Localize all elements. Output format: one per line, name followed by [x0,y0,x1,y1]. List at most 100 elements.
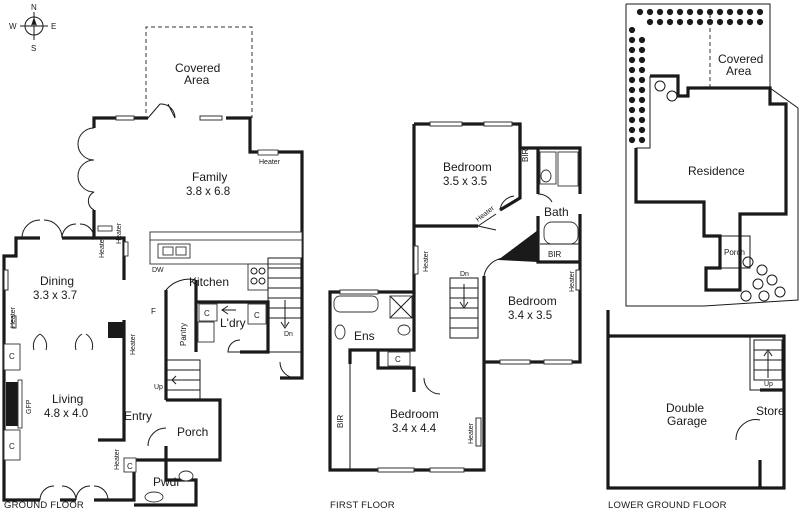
label-pwdr: Pwdr [153,475,180,489]
label-living: Living [52,392,83,406]
compass-icon [20,12,48,40]
label-c-living-2: C [9,442,15,451]
compass-east: E [51,22,56,31]
shrub-icon [628,36,636,44]
shrub-icon [740,290,752,302]
shrub-icon [628,76,636,84]
shrub-icon [706,8,714,16]
shrub-icon [646,18,654,26]
label-laundry: L'dry [220,316,246,330]
shrub-icon [636,8,644,16]
label-family-dim: 3.8 x 6.8 [186,186,230,198]
label-dining-dim: 3.3 x 3.7 [33,290,77,302]
label-bedroom-3: Bedroom [390,407,439,421]
shrub-icon [774,286,786,298]
shrub-icon [638,86,646,94]
shrub-icon [752,278,764,290]
shrub-icon [628,86,636,94]
shrub-icon [756,264,768,276]
shrub-icon [696,8,704,16]
shrub-icon [628,46,636,54]
shrub-icon [646,8,654,16]
shrub-icon [676,8,684,16]
label-fridge: F [151,307,156,316]
label-heater-family: Heater [259,159,281,166]
label-heater-dining-west: Heater [10,306,17,328]
label-porch: Porch [177,425,208,439]
label-store: Store [756,404,785,418]
label-covered-area-1: Covered [175,61,220,75]
shrub-icon [676,18,684,26]
label-heater-bed3: Heater [468,422,475,444]
shrub-icon [638,136,646,144]
label-double: Double [666,401,704,415]
label-heater-entry: Heater [114,448,121,470]
label-c-entry: C [127,462,133,471]
label-kitchen: Kitchen [189,275,229,289]
shrub-icon [716,18,724,26]
shrub-icon [638,56,646,64]
label-family: Family [192,170,227,184]
label-up-entry: Up [154,384,163,391]
first-floor-plan [328,121,582,473]
label-covered-area-lower-2: Area [726,64,752,78]
label-entry: Entry [124,409,152,423]
label-gfp: GFP [26,399,33,414]
shrub-icon [628,106,636,114]
label-residence: Residence [688,164,745,178]
shrub-icon [628,26,636,34]
label-c-laundry-2: C [254,311,260,320]
shrub-icon [736,8,744,16]
shrub-icon [638,66,646,74]
label-dining: Dining [40,274,74,288]
shrub-icon [628,66,636,74]
compass-north: N [31,3,37,12]
shrub-icon [638,106,646,114]
label-dn-first: Dn [460,271,469,278]
shrub-icon [654,80,666,92]
shrub-icon [638,126,646,134]
label-bir-1: BIR [521,148,530,162]
caption-lower-ground-floor: LOWER GROUND FLOOR [608,500,727,511]
shrub-icon [766,274,778,286]
shrub-icon [638,116,646,124]
shrub-icon [746,18,754,26]
label-c-laundry-1: C [204,309,210,318]
label-heater-dining: Heater [99,236,106,258]
shrub-icon [656,18,664,26]
label-bedroom-2-dim: 3.4 x 3.5 [508,310,552,322]
shrub-icon [696,18,704,26]
label-heater-landing: Heater [423,250,430,272]
shrub-icon [628,116,636,124]
shrub-icon [686,8,694,16]
shrub-icon [758,290,770,302]
shrub-icon [756,18,764,26]
label-heater-living: Heater [130,333,137,355]
caption-ground-floor: GROUND FLOOR [4,500,84,511]
shrub-icon [628,126,636,134]
caption-first-floor: FIRST FLOOR [330,500,395,511]
label-heater-family-wall: Heater [116,222,123,244]
shrub-icon [666,8,674,16]
label-bedroom-1-dim: 3.5 x 3.5 [443,176,487,188]
compass-west: W [9,22,17,31]
shrub-icon [638,36,646,44]
label-up-garage: Up [764,381,773,388]
compass-south: S [31,44,36,53]
label-bedroom-1: Bedroom [443,160,492,174]
shrub-icon [628,136,636,144]
shrub-icon [742,256,754,268]
label-dn-ground: Dn [284,331,293,338]
label-pantry: Pantry [179,323,188,346]
shrub-icon [756,8,764,16]
label-bir-2: BIR [548,250,562,259]
label-ensuite: Ens [354,329,375,343]
label-covered-area-lower-1: Covered [718,52,763,66]
label-bedroom-3-dim: 3.4 x 4.4 [392,423,437,435]
label-living-dim: 4.8 x 4.0 [44,408,88,420]
shrub-icon [638,96,646,104]
shrub-icon [666,18,674,26]
label-bir-3: BIR [336,414,345,428]
